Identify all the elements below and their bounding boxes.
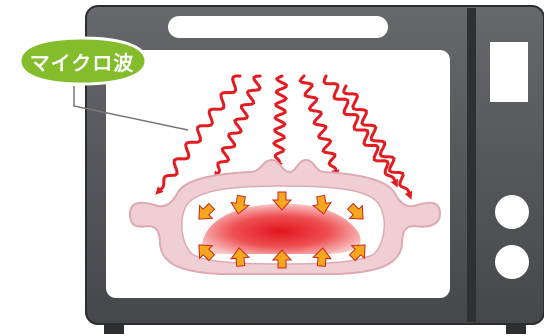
microwave-label-bubble [20,38,146,84]
dial-knob-icon [495,245,529,279]
door-handle [168,16,388,38]
dial-knob-icon [495,195,529,229]
display-panel [490,42,528,102]
panel-divider [467,8,476,322]
